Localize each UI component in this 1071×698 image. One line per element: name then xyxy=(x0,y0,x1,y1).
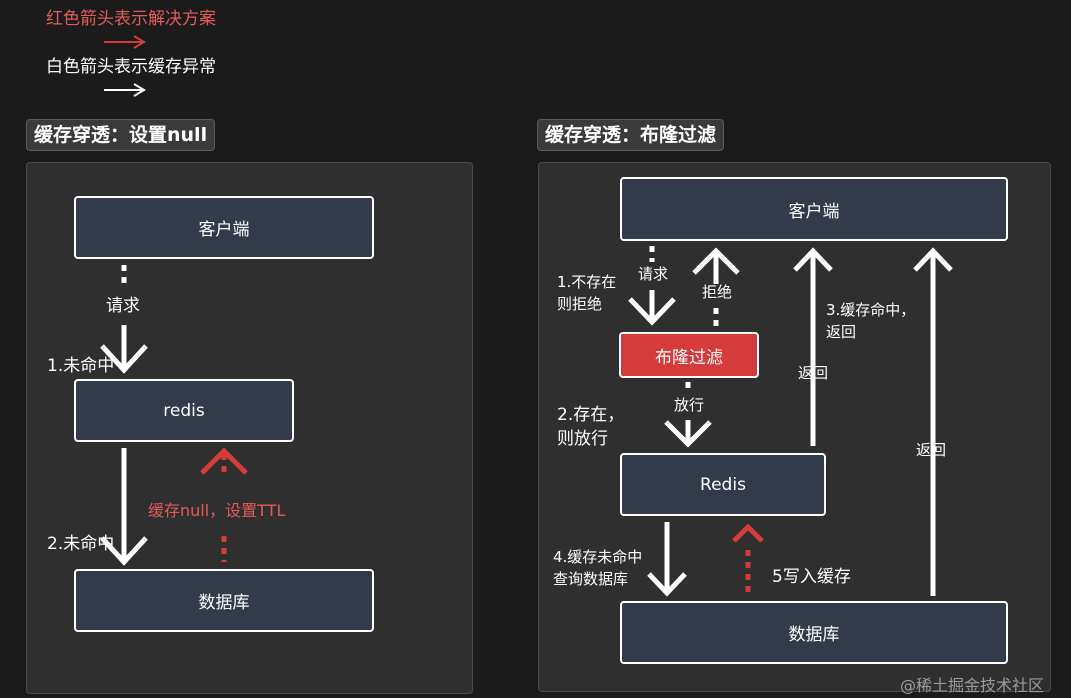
right-db-node: 数据库 xyxy=(620,601,1008,664)
left-redis-node: redis xyxy=(74,379,294,442)
right-label-not-exist-2: 则拒绝 xyxy=(557,295,603,313)
right-label-hit-1: 3.缓存命中， xyxy=(826,301,916,319)
right-bloom-label: 布隆过滤 xyxy=(655,347,723,368)
left-label-request: 请求 xyxy=(106,296,140,316)
legend-white-arrow xyxy=(104,83,146,97)
left-label-miss2: 2.未命中 xyxy=(47,534,115,554)
left-arrow-cache-null xyxy=(200,447,248,562)
left-title: 缓存穿透：设置null xyxy=(26,119,216,151)
right-client-node: 客户端 xyxy=(620,177,1008,241)
right-label-write: 5写入缓存 xyxy=(772,567,851,587)
right-redis-label: Redis xyxy=(700,474,746,495)
right-client-label: 客户端 xyxy=(788,201,840,222)
right-arrow-client-to-bloom xyxy=(628,246,676,326)
left-arrow-redis-to-db xyxy=(100,448,148,566)
legend-red-text: 红色箭头表示解决方案 xyxy=(46,9,216,29)
left-client-node: 客户端 xyxy=(74,196,374,259)
right-title: 缓存穿透：布隆过滤 xyxy=(537,119,725,151)
right-arrow-cache-miss xyxy=(647,522,687,597)
right-label-exist-2: 则放行 xyxy=(557,429,608,449)
right-label-hit-2: 返回 xyxy=(826,323,857,341)
watermark: @稀土掘金技术社区 xyxy=(900,676,1045,695)
right-bloom-node: 布隆过滤 xyxy=(619,332,759,378)
left-client-label: 客户端 xyxy=(198,220,250,240)
right-redis-node: Redis xyxy=(620,453,826,516)
right-arrow-cache-hit xyxy=(793,247,833,446)
right-arrow-write-cache xyxy=(732,523,764,596)
right-label-exist-1: 2.存在， xyxy=(557,405,625,425)
right-arrow-reject xyxy=(692,247,740,326)
right-label-miss-2: 查询数据库 xyxy=(553,570,629,588)
legend-white-text: 白色箭头表示缓存异常 xyxy=(46,57,216,77)
right-db-label: 数据库 xyxy=(788,625,840,645)
left-db-label: 数据库 xyxy=(198,593,250,613)
right-label-miss-1: 4.缓存未命中 xyxy=(553,548,643,566)
right-arrow-db-return xyxy=(913,247,953,596)
left-label-miss1: 1.未命中 xyxy=(47,356,115,376)
left-db-node: 数据库 xyxy=(74,569,374,632)
left-arrow-client-to-redis xyxy=(100,265,148,374)
right-label-return-1: 返回 xyxy=(798,364,829,382)
right-label-pass: 放行 xyxy=(674,396,705,414)
right-label-not-exist-1: 1.不存在 xyxy=(557,273,617,291)
right-label-return-2: 返回 xyxy=(916,441,947,459)
legend-red-arrow xyxy=(104,35,146,49)
left-redis-label: redis xyxy=(163,400,205,421)
left-label-cache-null: 缓存null，设置TTL xyxy=(148,501,286,520)
right-label-request: 请求 xyxy=(638,265,669,283)
right-label-reject: 拒绝 xyxy=(702,283,733,301)
right-arrow-pass xyxy=(664,382,712,448)
